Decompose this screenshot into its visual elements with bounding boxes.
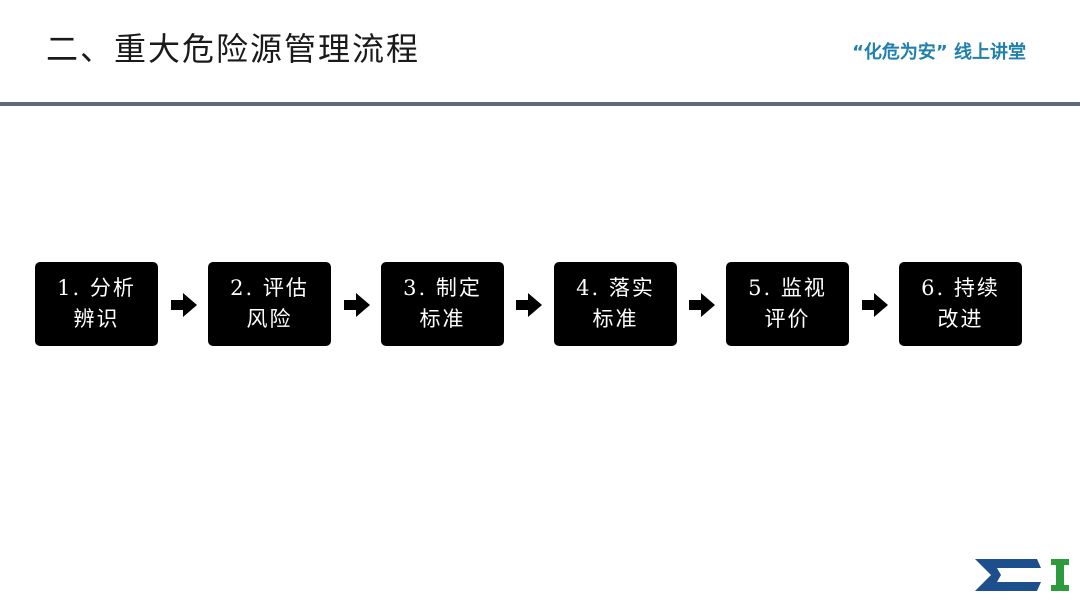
- step-5-box: 5. 监视 评价: [726, 262, 849, 346]
- arrow-right-icon: [344, 293, 370, 317]
- step-6-line1: 6. 持续: [921, 276, 1000, 300]
- step-1-line2: 辨识: [73, 307, 120, 331]
- step-1-box: 1. 分析 辨识: [35, 262, 158, 346]
- step-4-line2: 标准: [592, 307, 639, 331]
- step-3-line2: 标准: [419, 307, 466, 331]
- step-4-line1: 4. 落实: [576, 276, 655, 300]
- lecture-series-label: “化危为安” 线上讲堂: [852, 42, 1026, 63]
- arrow-right-icon: [689, 293, 715, 317]
- page-title: 二、重大危险源管理流程: [46, 30, 421, 68]
- step-4-box: 4. 落实 标准: [554, 262, 677, 346]
- step-6-line2: 改进: [937, 307, 984, 331]
- arrow-right-icon: [171, 293, 197, 317]
- ei-logo-icon: [975, 559, 1069, 591]
- step-5-line1: 5. 监视: [748, 276, 827, 300]
- step-2-box: 2. 评估 风险: [208, 262, 331, 346]
- arrow-right-icon: [516, 293, 542, 317]
- step-3-line1: 3. 制定: [403, 276, 482, 300]
- arrow-right-icon: [862, 293, 888, 317]
- process-flow: 1. 分析 辨识 2. 评估 风险 3. 制定 标准 4. 落实 标准 5. 监: [35, 262, 1025, 348]
- step-2-line2: 风险: [246, 307, 293, 331]
- step-2-line1: 2. 评估: [230, 276, 309, 300]
- step-5-line2: 评价: [764, 307, 811, 331]
- step-6-box: 6. 持续 改进: [899, 262, 1022, 346]
- step-3-box: 3. 制定 标准: [381, 262, 504, 346]
- step-1-line1: 1. 分析: [57, 276, 136, 300]
- header-divider: [0, 102, 1080, 106]
